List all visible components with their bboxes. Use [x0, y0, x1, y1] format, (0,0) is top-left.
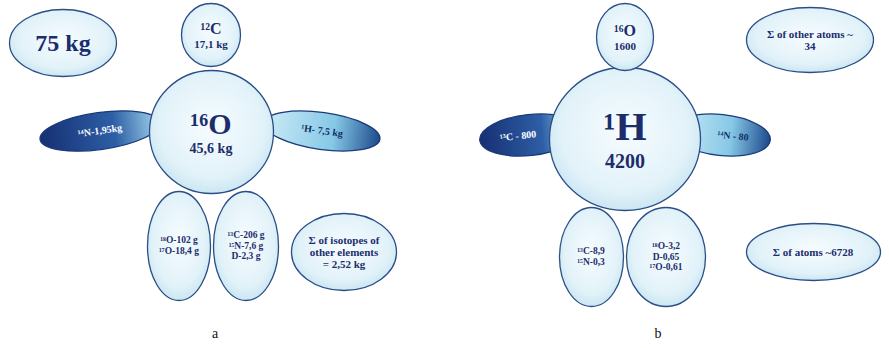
- text-group: Σ of atoms ~6728: [773, 246, 853, 258]
- ellipse-shape: [478, 109, 583, 160]
- head-ellipse: ¹²C17,1 kg: [180, 2, 242, 68]
- node-heading: 75 kg: [35, 30, 90, 57]
- ellipse-shape: [261, 105, 382, 158]
- ellipse-shape: [747, 8, 874, 73]
- node-heading: ¹³C-8,9: [577, 246, 605, 257]
- ellipse-shape: [38, 104, 163, 157]
- node-value: 4200: [605, 150, 645, 172]
- text-group: ¹H4200: [603, 105, 646, 172]
- node-heading: ¹H: [603, 105, 646, 150]
- text-group: 75 kg: [35, 30, 90, 57]
- ellipse-shape: [559, 208, 623, 307]
- node-value: ¹⁵N-0,3: [577, 257, 605, 268]
- ellipse-shape: [149, 71, 273, 194]
- node-heading: Σ of atoms ~6728: [773, 246, 853, 258]
- ellipse-shape: [292, 214, 397, 291]
- node-heading: Σ of other atoms ~ 34: [763, 28, 858, 53]
- node-value: D-0,65: [653, 252, 680, 263]
- text-group: ¹²C17,1 kg: [194, 20, 228, 50]
- node-heading: ¹⁶O: [190, 107, 231, 141]
- node-value: 17,1 kg: [194, 38, 228, 50]
- ellipse-shape: [182, 4, 241, 67]
- leg-ellipse: ¹⁸O-102 g¹⁷O-18,4 g: [146, 190, 212, 302]
- ellipse-shape: [597, 4, 654, 71]
- ellipse-shape: [627, 208, 706, 307]
- ellipse-shape: [148, 192, 211, 301]
- body-ellipse: ¹H4200: [548, 66, 702, 212]
- text-group: ¹⁶O1600: [614, 22, 636, 52]
- node-heading: ¹³C-206 g: [227, 230, 264, 241]
- panel-letter: a: [212, 326, 218, 342]
- panel-letter: b: [655, 326, 662, 342]
- sum-ellipse: Σ of other atoms ~ 34: [745, 6, 875, 74]
- body-ellipse: ¹⁶O45,6 kg: [148, 69, 275, 195]
- node-value: ¹⁷O-0,61: [650, 262, 683, 273]
- node-heading: ¹⁶O: [614, 22, 636, 40]
- leg-ellipse: ¹³C-206 g¹⁵N-7,6 gD-2,3 g: [212, 190, 280, 302]
- text-group: ¹³C-8,9¹⁵N-0,3: [577, 246, 605, 267]
- node-value: D-2,3 g: [231, 251, 260, 262]
- ellipse-shape: [214, 192, 279, 301]
- ellipse-shape: [10, 10, 117, 77]
- text-group: ¹⁸O-3,2D-0,65¹⁷O-0,61: [650, 241, 683, 273]
- arm-ellipse: ¹H- 7,5 kg: [260, 103, 384, 159]
- node-value: ¹⁷O-18,4 g: [159, 246, 199, 257]
- node-value: ¹⁵N-7,6 g: [229, 241, 264, 252]
- total-mass-ellipse: 75 kg: [8, 8, 118, 78]
- text-group: Σ of isotopes of other elements = 2,52 k…: [308, 234, 380, 271]
- leg-ellipse: ¹³C-8,9¹⁵N-0,3: [558, 206, 625, 308]
- arm-ellipse: ¹⁴N-1,95kg: [36, 103, 164, 160]
- head-ellipse: ¹⁶O1600: [595, 2, 655, 72]
- node-value: 45,6 kg: [190, 141, 233, 157]
- ellipse-shape: [670, 109, 773, 160]
- text-group: ¹³C-206 g¹⁵N-7,6 gD-2,3 g: [227, 230, 264, 262]
- ellipse-shape: [550, 68, 701, 211]
- node-value: 1600: [614, 40, 636, 52]
- text-group: Σ of other atoms ~ 34: [763, 28, 858, 53]
- ellipse-shape: [746, 224, 880, 281]
- node-heading: ¹²C: [200, 20, 221, 38]
- node-heading: Σ of isotopes of other elements = 2,52 k…: [308, 234, 380, 271]
- leg-ellipse: ¹⁸O-3,2D-0,65¹⁷O-0,61: [625, 206, 707, 308]
- sum-ellipse: Σ of isotopes of other elements = 2,52 k…: [290, 212, 398, 292]
- sum-ellipse: Σ of atoms ~6728: [745, 222, 882, 282]
- node-heading: ¹⁸O-102 g: [160, 235, 198, 246]
- node-heading: ¹⁸O-3,2: [652, 241, 680, 252]
- text-group: ¹⁶O45,6 kg: [190, 107, 233, 156]
- text-group: ¹⁸O-102 g¹⁷O-18,4 g: [159, 235, 199, 256]
